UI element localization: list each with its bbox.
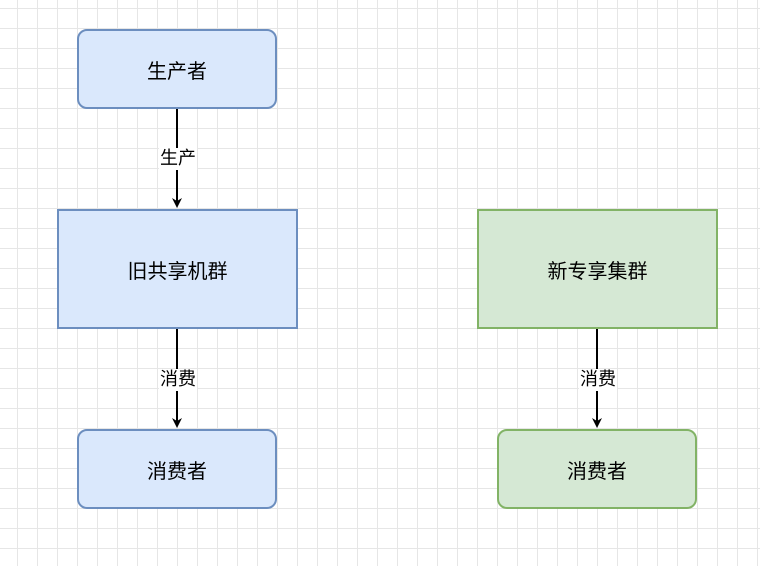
edge-label-consume-old: 消费 — [159, 369, 197, 391]
old-consumer-node[interactable]: 消费者 — [77, 429, 277, 509]
old-shared-cluster-label: 旧共享机群 — [127, 258, 228, 283]
new-consumer-node[interactable]: 消费者 — [497, 429, 697, 509]
old-shared-cluster-node[interactable]: 旧共享机群 — [57, 209, 298, 329]
new-dedicated-cluster-label: 新专享集群 — [547, 258, 648, 283]
producer-label: 生产者 — [147, 58, 207, 83]
edge-label-consume-new: 消费 — [579, 369, 617, 391]
new-dedicated-cluster-node[interactable]: 新专享集群 — [477, 209, 718, 329]
edge-label-produce: 生产 — [159, 148, 197, 170]
producer-node[interactable]: 生产者 — [77, 29, 277, 109]
old-consumer-label: 消费者 — [147, 458, 207, 483]
new-consumer-label: 消费者 — [567, 458, 627, 483]
